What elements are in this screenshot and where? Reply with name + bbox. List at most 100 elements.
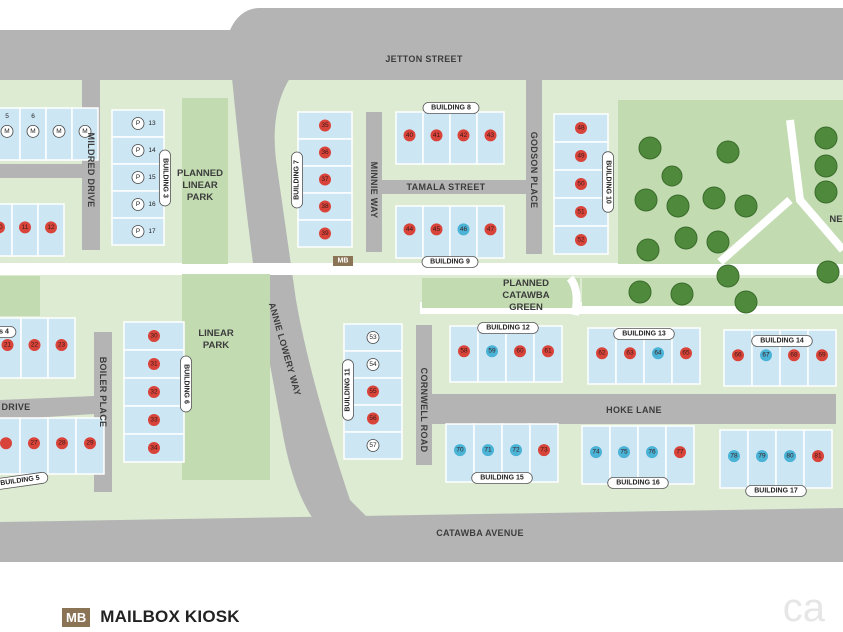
lot-marker-icon (484, 129, 497, 142)
lot-number: 57 (369, 442, 377, 449)
lot-number: 23 (58, 342, 66, 349)
building-label-b12: BUILDING 12 (477, 322, 539, 334)
lot-marker-icon (457, 223, 470, 236)
mailbox-kiosk-marker (333, 256, 353, 266)
svg-text:BUILDING 8: BUILDING 8 (431, 105, 471, 112)
svg-text:s 4: s 4 (0, 329, 9, 336)
lot-number: M (4, 128, 9, 135)
lot-number: 31 (150, 361, 158, 368)
lot-marker-icon (575, 234, 587, 246)
lot-marker-icon (624, 347, 636, 360)
lot-marker-icon (575, 178, 587, 190)
drive-road (0, 396, 94, 420)
lot-53[interactable] (343, 323, 403, 352)
watermark: ca (782, 586, 825, 630)
lot-number: 59 (488, 348, 496, 355)
lot-number: 29 (86, 440, 94, 447)
lot-marker-icon (319, 173, 331, 186)
hoke-lane-road (432, 394, 836, 424)
lot-marker-icon (596, 347, 608, 360)
tree-icon (674, 226, 698, 250)
jetton-street-label: JETTON STREET (385, 54, 462, 64)
lot-number: 38 (321, 203, 329, 210)
tree-group (628, 126, 840, 314)
building-label-b9: BUILDING 9 (421, 256, 479, 268)
lot-number: 43 (487, 132, 495, 139)
ne-park-label: NE (829, 214, 842, 225)
lot-marker-icon (788, 349, 800, 362)
lot-marker-icon (646, 446, 658, 459)
lot-number: 13 (148, 120, 156, 127)
lot-number: 46 (460, 226, 468, 233)
lot-number: 17 (148, 228, 156, 235)
tree-icon (661, 165, 683, 187)
lot-35[interactable] (297, 111, 353, 140)
lot-number: 10 (0, 224, 3, 231)
lot-number: 44 (406, 226, 414, 233)
lot-number: 55 (369, 388, 377, 395)
svg-text:BUILDING 12: BUILDING 12 (486, 325, 530, 332)
svg-text:BUILDING 11: BUILDING 11 (345, 368, 352, 411)
lot-number: 70 (456, 447, 464, 454)
lot-number: 21 (4, 342, 12, 349)
building-label-b15: BUILDING 15 (471, 472, 533, 484)
svg-text:BUILDING 14: BUILDING 14 (760, 338, 804, 345)
lot-40[interactable] (395, 111, 424, 165)
lot-marker-icon (319, 119, 331, 132)
building-label-b13: BUILDING 13 (613, 328, 675, 340)
lot-marker-icon (538, 444, 550, 457)
cornwell-road-road (416, 325, 432, 465)
tree-icon (634, 188, 658, 212)
tree-icon (716, 264, 740, 288)
tree-icon (716, 140, 740, 164)
lot-marker-icon (84, 437, 96, 450)
lot-number: 35 (321, 122, 329, 129)
tree-icon (814, 126, 838, 150)
lot-marker-icon (148, 330, 160, 342)
lot-number: 33 (150, 417, 158, 424)
mildred-drive-label: MILDRED DRIVE (86, 133, 96, 208)
lot-marker-icon (367, 412, 379, 425)
lot-marker-icon (78, 124, 92, 138)
lot-number: 68 (790, 352, 798, 359)
lot-marker-icon (680, 347, 692, 360)
building-label-b7: BUILDING 7 (291, 151, 303, 209)
lot-marker-icon (52, 124, 66, 138)
lot-marker-icon (148, 386, 160, 398)
building-label-b5: BUILDING 5 (0, 471, 49, 491)
tree-icon (816, 260, 840, 284)
lot-marker-icon (760, 349, 772, 362)
lot-number: 42 (460, 132, 468, 139)
cornwell-road-label: CORNWELL ROAD (419, 368, 429, 453)
minnie-way-label: MINNIE WAY (369, 162, 379, 219)
building-label-b3: BUILDING 3 (159, 149, 171, 207)
lot-marker-icon (784, 450, 796, 463)
lot-number: 64 (654, 350, 662, 357)
lot-number: 65 (682, 350, 690, 357)
svg-text:BUILDING 15: BUILDING 15 (480, 475, 524, 482)
lot-number: 81 (814, 453, 822, 460)
tree-icon (706, 230, 730, 254)
lot-marker-icon (131, 144, 145, 157)
lot-marker-icon (458, 345, 470, 358)
lot-number: 73 (540, 447, 548, 454)
lot-number: 15 (148, 174, 156, 181)
lot-number: 56 (369, 415, 377, 422)
lot-number: 67 (762, 352, 770, 359)
lot-number: 49 (577, 153, 585, 160)
tree-icon (734, 194, 758, 218)
lot-number: 5 (5, 113, 9, 120)
svg-text:BUILDING 16: BUILDING 16 (616, 480, 660, 487)
lot-marker-icon (319, 200, 331, 213)
tree-icon (814, 180, 838, 204)
lot-marker-icon (542, 345, 554, 358)
lot-marker-icon (366, 439, 380, 452)
lot-marker-icon (510, 444, 522, 457)
svg-text:BUILDING 17: BUILDING 17 (754, 488, 798, 495)
lot-number: P (136, 147, 140, 154)
planned-catawba-green-label-3: GREEN (509, 302, 543, 313)
lot-marker-icon (28, 437, 40, 450)
godson-place-label: GODSON PLACE (529, 132, 539, 209)
jetton-street-road (0, 8, 843, 80)
